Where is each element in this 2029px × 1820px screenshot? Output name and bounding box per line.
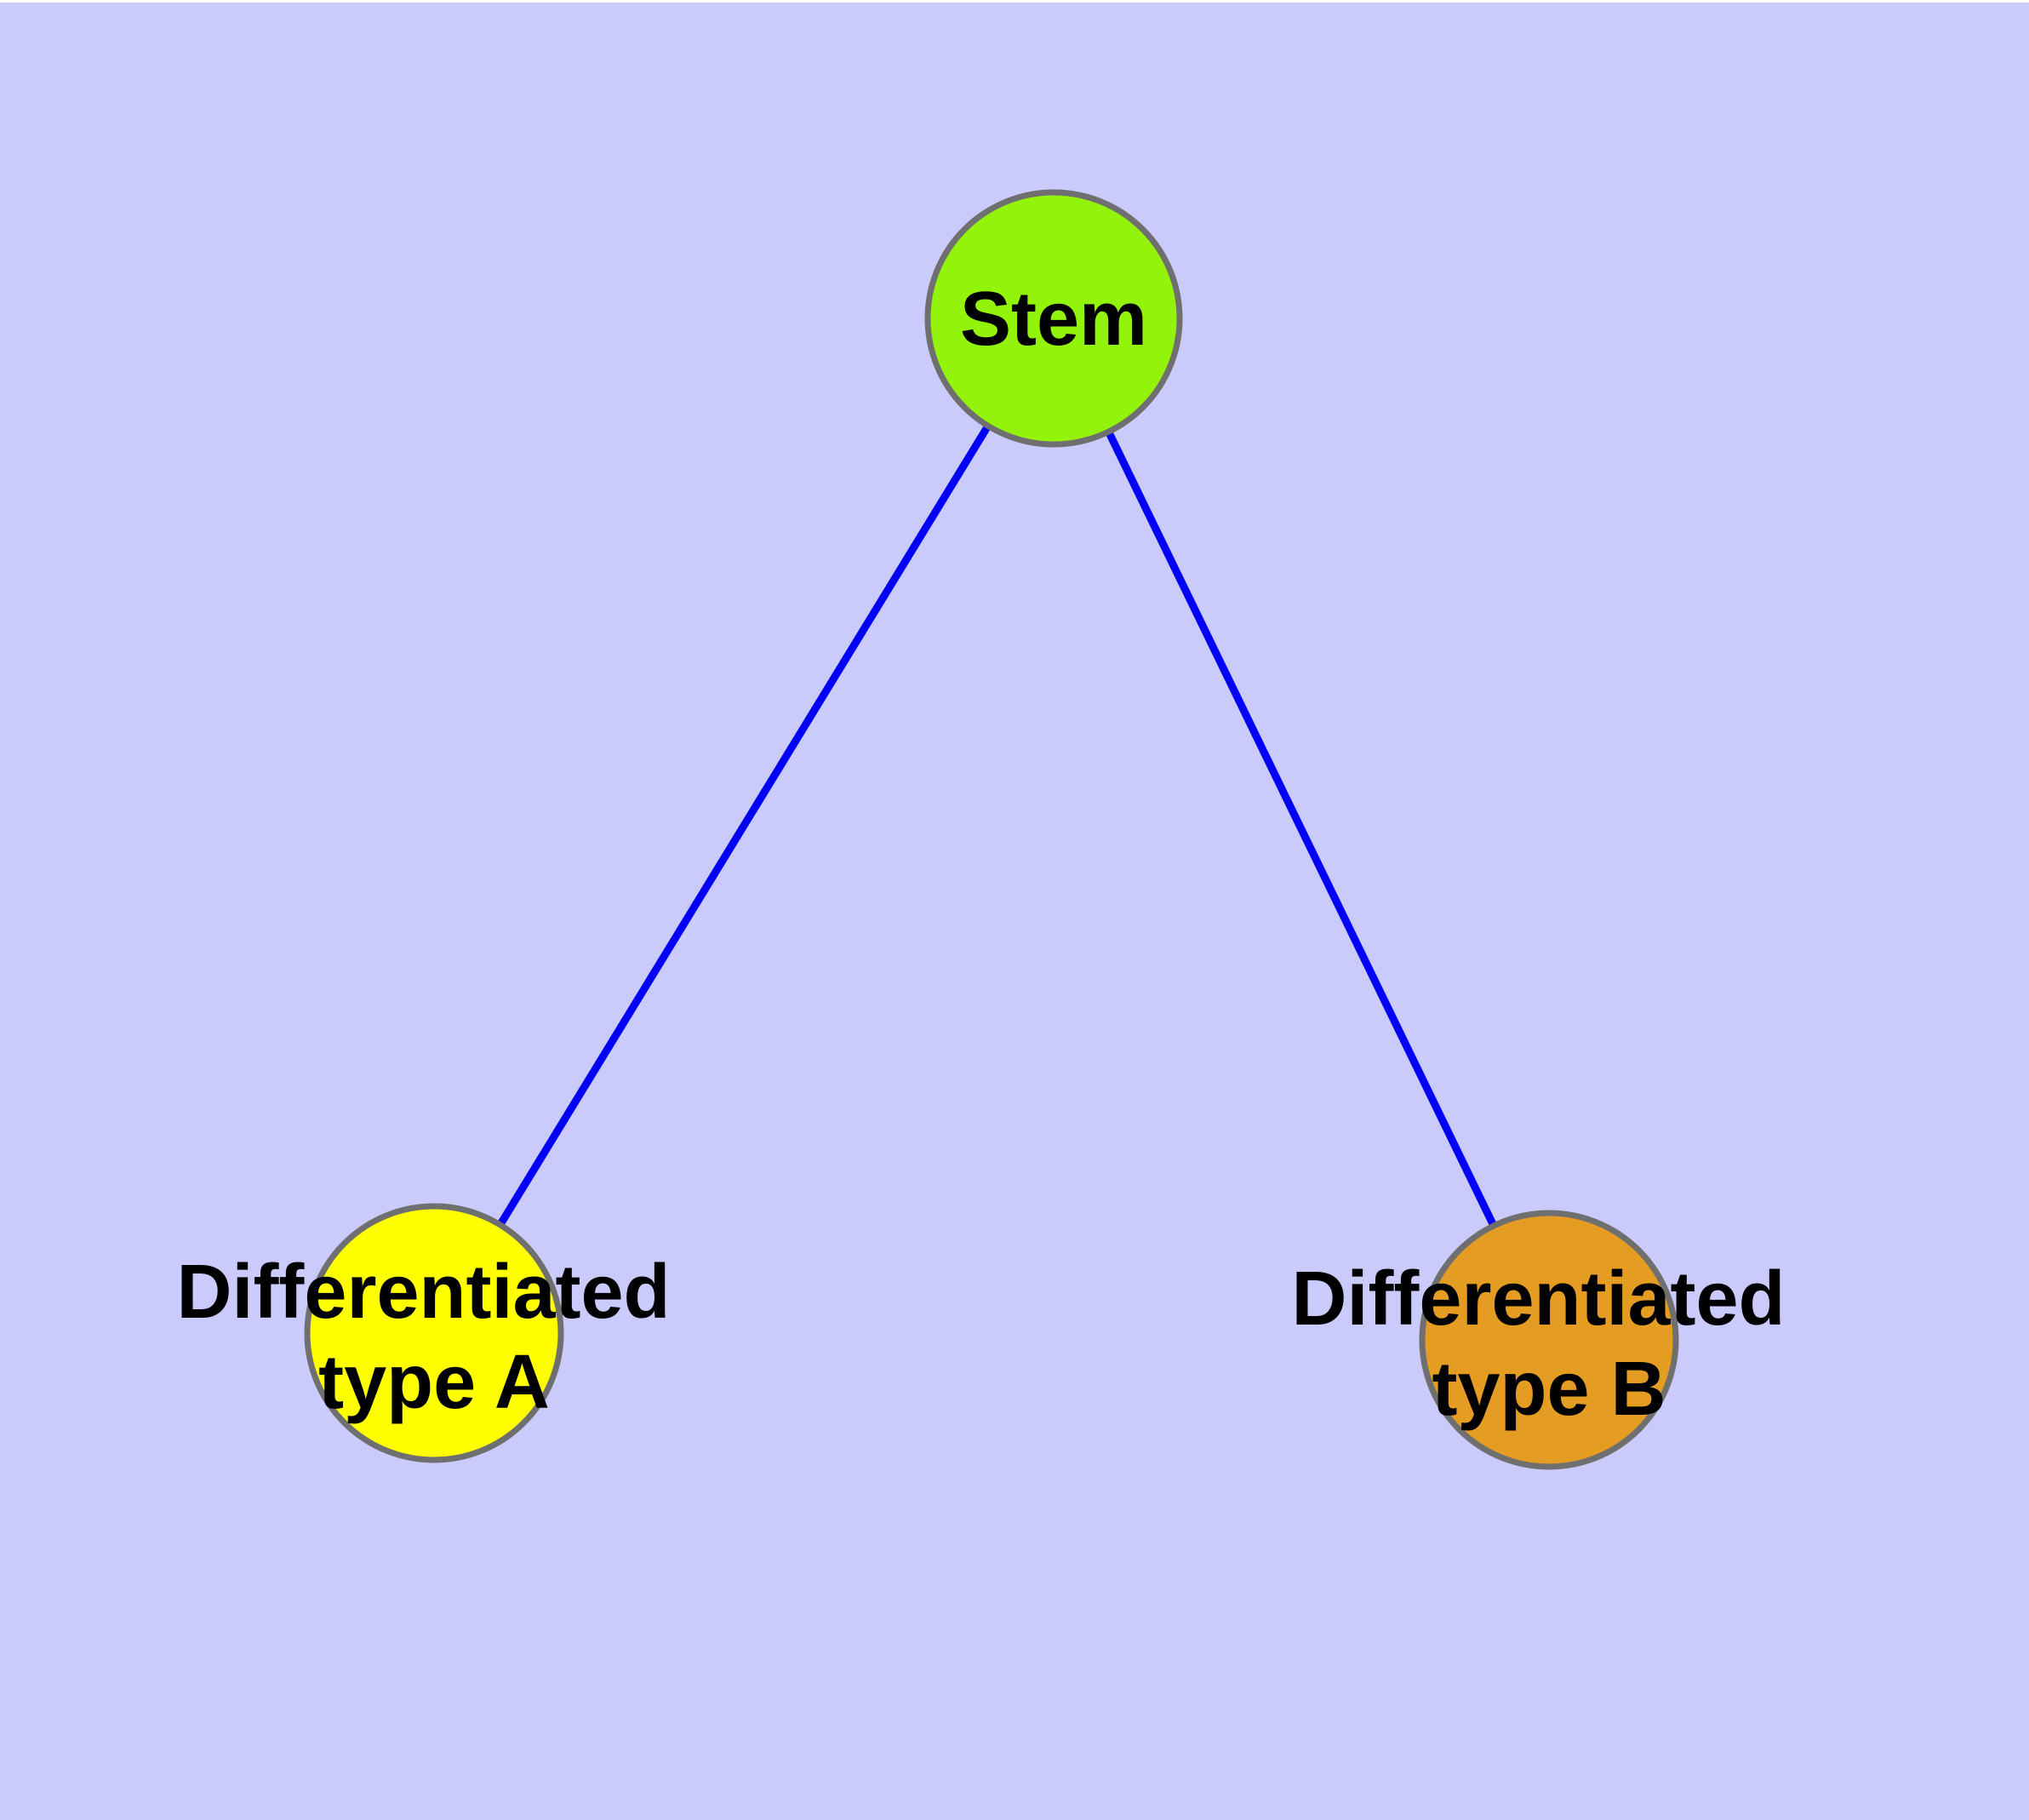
edge-stem-to-type-b <box>1049 317 1553 1342</box>
node-a-label-line1: Differentiated <box>176 1250 670 1335</box>
node-differentiated-type-a <box>304 1203 564 1463</box>
node-differentiated-type-b-label: Differentiated type B <box>1291 1256 1806 1432</box>
node-differentiated-type-b <box>1419 1210 1679 1470</box>
node-b-label-line2: type B <box>1432 1347 1666 1432</box>
node-a-label-line2: type A <box>318 1340 550 1425</box>
node-b-label-line1: Differentiated <box>1291 1256 1785 1342</box>
edge-stem-to-type-a <box>431 316 1057 1336</box>
node-differentiated-type-a-label: Differentiated type A <box>176 1250 691 1425</box>
node-stem-label: Stem <box>960 277 1147 362</box>
node-stem <box>924 189 1183 448</box>
node-stem-label-line1: Stem <box>960 277 1147 362</box>
top-frame-edge <box>0 0 2029 3</box>
